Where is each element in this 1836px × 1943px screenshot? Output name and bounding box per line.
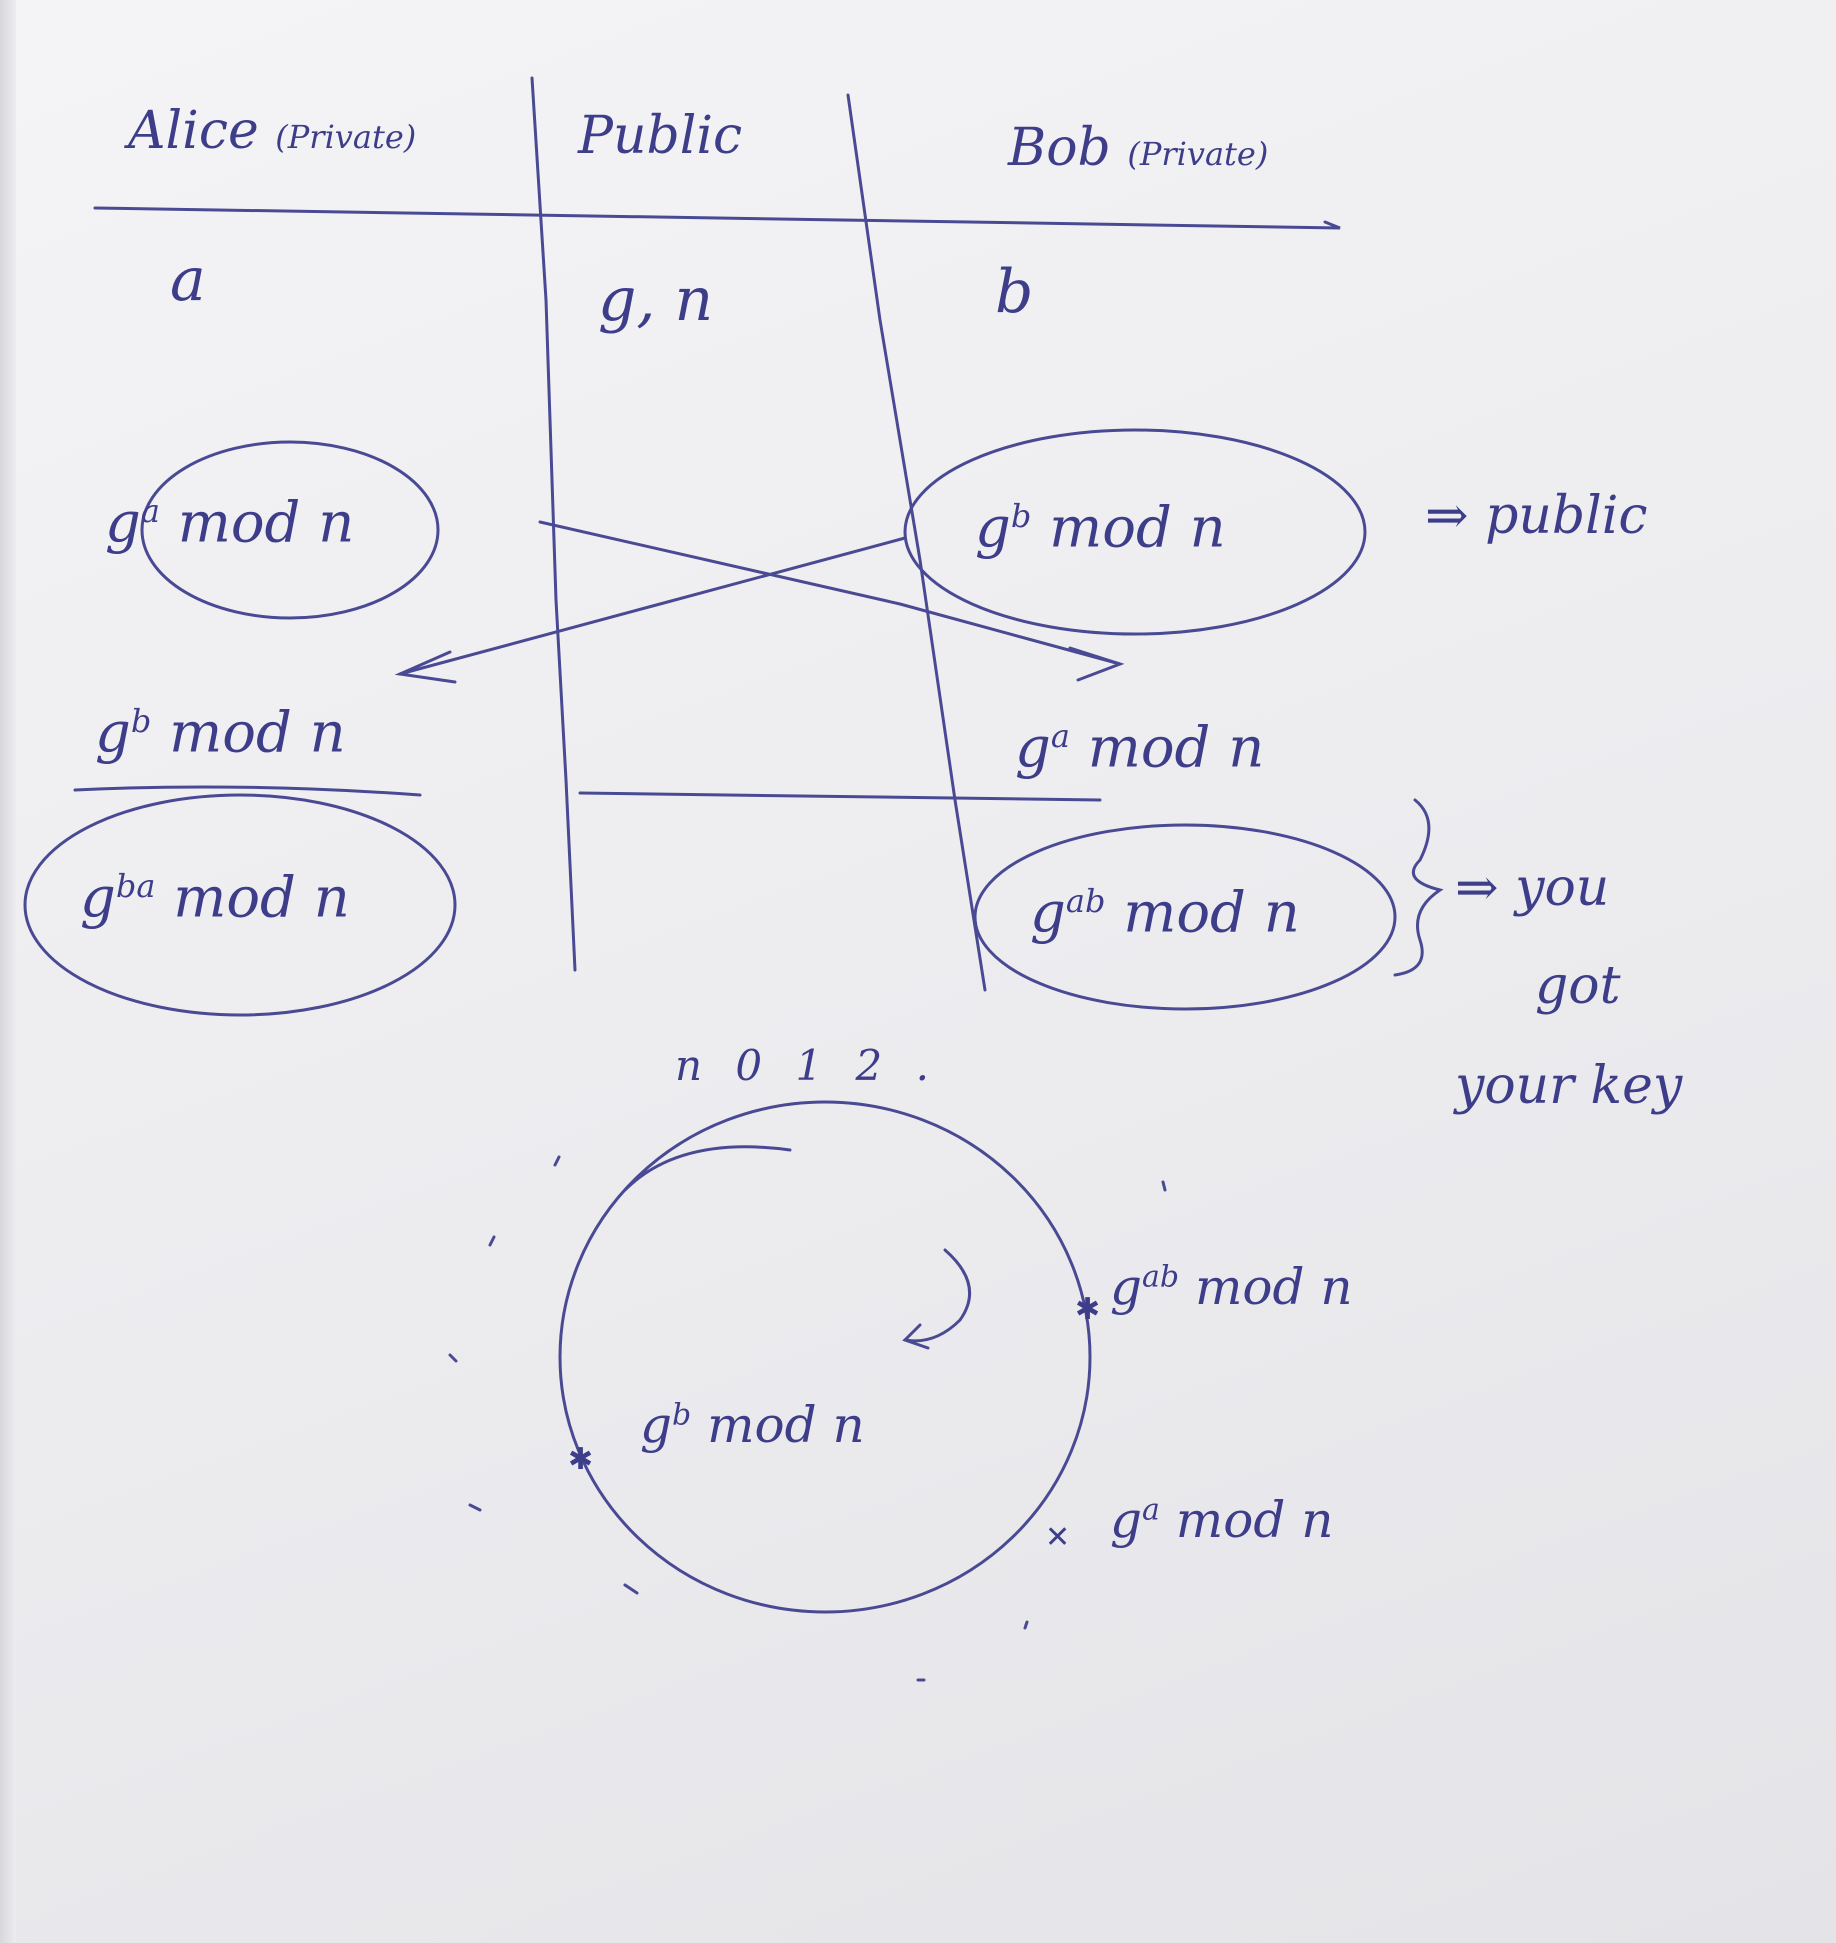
- alice-ga-ellipse: [140, 440, 440, 620]
- arrow-to-bob: [538, 520, 1122, 666]
- arrow-to-alice-head: [394, 650, 457, 684]
- alice-gb-mod-n: gb mod n: [95, 705, 346, 762]
- top-arc: [623, 1145, 792, 1192]
- public-note: ⇒ public: [1425, 486, 1648, 546]
- circle-ga-mod-n: ga mod n: [1110, 1495, 1333, 1545]
- bob-ga-mod-n: ga mod n: [1015, 720, 1264, 777]
- header-public: Public: [578, 106, 743, 166]
- bob-gb-ellipse: [903, 428, 1367, 636]
- exp-a: a: [140, 492, 160, 530]
- circle-gb-mod-n: gb mod n: [640, 1400, 865, 1450]
- mod-n: mod n: [1179, 1258, 1353, 1316]
- rotation-arrow: [903, 1248, 972, 1343]
- exp-b: b: [130, 702, 152, 740]
- base-g: g: [105, 490, 141, 556]
- base-g: g: [80, 865, 116, 931]
- bob-gab-mod-n: gab mod n: [1030, 885, 1300, 942]
- alice-secret-a: a: [170, 245, 206, 315]
- public-hline: [578, 791, 1102, 802]
- bob-gb-mod-n: gb mod n: [975, 500, 1226, 557]
- header-alice: Alice (Private): [128, 105, 416, 157]
- exp-b: b: [1010, 497, 1032, 535]
- alice-underline: [73, 785, 422, 797]
- alice-gba-mod-n: gba mod n: [80, 870, 350, 927]
- base-g: g: [1110, 1491, 1143, 1549]
- header-alice-name: Alice: [128, 101, 259, 161]
- star-marker: ✕: [1045, 1520, 1071, 1555]
- mod-n: mod n: [151, 700, 346, 766]
- paper-edge: [0, 0, 16, 1943]
- arrow-to-bob-head: [1068, 646, 1125, 682]
- star-marker: ✱: [568, 1442, 594, 1477]
- key-note-line1: ⇒ you: [1455, 858, 1610, 918]
- tick-mark: [553, 1155, 561, 1167]
- header-alice-tag: (Private): [275, 118, 417, 156]
- header-bob-tag: (Private): [1127, 135, 1269, 173]
- tick-mark: [448, 1353, 458, 1363]
- key-note-line3: your key: [1455, 1056, 1683, 1116]
- exp-a: a: [1142, 1492, 1160, 1528]
- mod-circle: [558, 1100, 1092, 1614]
- circle-gab-mod-n: gab mod n: [1110, 1262, 1353, 1312]
- base-g: g: [640, 1396, 673, 1454]
- star-marker: ✱: [1075, 1292, 1101, 1327]
- bob-gab-ellipse: [973, 823, 1397, 1011]
- alice-gba-ellipse: [23, 793, 457, 1017]
- base-g: g: [1110, 1258, 1143, 1316]
- base-g: g: [1030, 880, 1066, 946]
- public-g-n: g, n: [598, 265, 714, 335]
- exp-a: a: [1050, 717, 1070, 755]
- base-g: g: [95, 700, 131, 766]
- key-brace: [1393, 798, 1444, 977]
- mod-n: mod n: [159, 490, 355, 556]
- circle-top-labels: n 0 1 2 .: [675, 1041, 939, 1090]
- tick-mark: [623, 1583, 639, 1595]
- alice-ga-mod-n: ga mod n: [105, 495, 354, 552]
- tick-mark: [468, 1503, 482, 1512]
- exp-ab: ab: [1142, 1259, 1180, 1295]
- mod-n: mod n: [691, 1396, 865, 1454]
- header-underline: [93, 206, 1341, 230]
- rotation-arrow-head: [902, 1323, 930, 1350]
- exp-ab: ab: [1065, 882, 1106, 920]
- tick-mark: [1161, 1180, 1167, 1192]
- header-bob: Bob (Private): [1008, 122, 1268, 174]
- exp-b: b: [672, 1397, 692, 1433]
- divider-right: [846, 93, 987, 992]
- base-g: g: [1015, 715, 1051, 781]
- mod-n: mod n: [1159, 1491, 1334, 1549]
- mod-n: mod n: [1031, 495, 1226, 561]
- key-note-line2: got: [1535, 956, 1621, 1016]
- bob-secret-b: b: [995, 257, 1034, 327]
- header-bob-name: Bob: [1008, 118, 1111, 178]
- arrow-to-alice: [398, 536, 907, 676]
- divider-left: [530, 76, 577, 972]
- base-g: g: [975, 495, 1011, 561]
- tick-mark: [488, 1235, 496, 1247]
- mod-n: mod n: [1069, 715, 1265, 781]
- mod-n: mod n: [1105, 880, 1300, 946]
- tick-mark: [1023, 1620, 1029, 1630]
- mod-n: mod n: [155, 865, 350, 931]
- exp-ba: ba: [115, 867, 156, 905]
